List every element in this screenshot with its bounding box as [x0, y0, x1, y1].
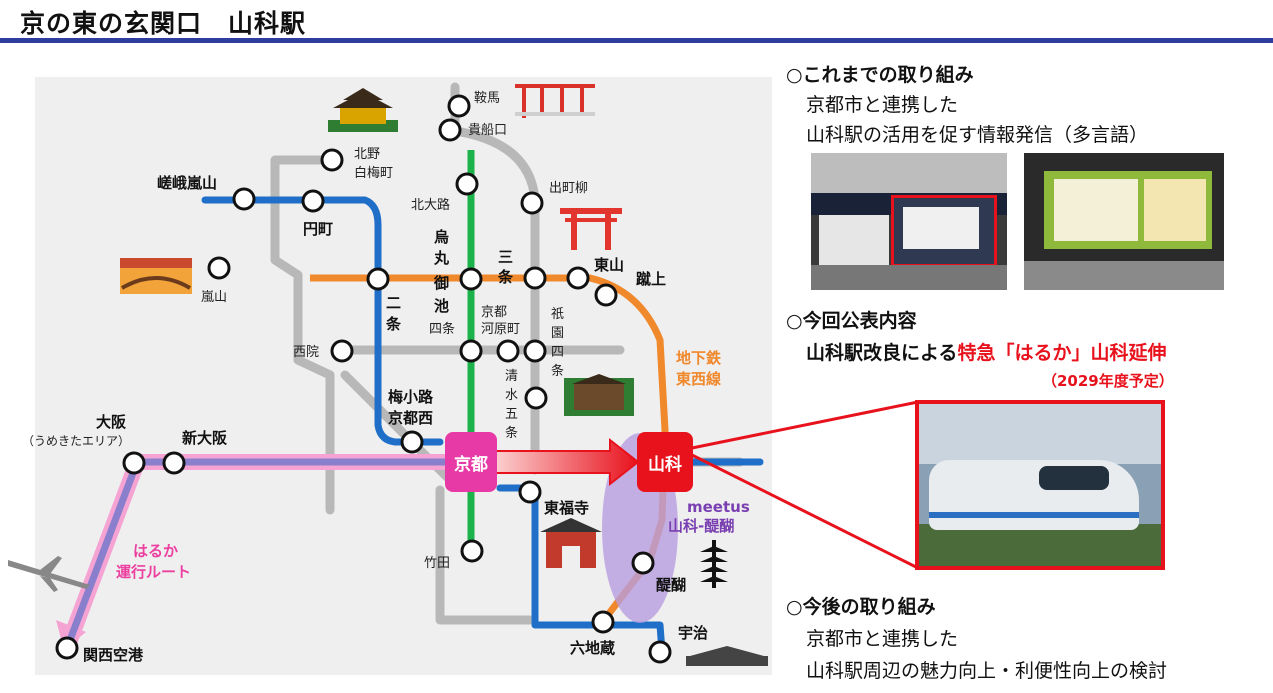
- kyoto-station-box: [445, 432, 497, 492]
- kyoto-station-label: 京都: [454, 454, 488, 475]
- past-heading: ○これまでの取り組み: [786, 64, 974, 86]
- label-sanjo-1: 三: [498, 248, 513, 266]
- future-line-2: 山科駅周辺の魅力向上・利便性向上の検討: [806, 660, 1168, 682]
- label-karasuma-3: 御: [433, 274, 449, 292]
- station-markers: [55, 94, 672, 664]
- current-heading: ○今回公表内容: [786, 310, 917, 332]
- tofukuji-illustration: [540, 518, 602, 568]
- label-osaka: 大阪: [96, 413, 127, 431]
- label-haruka-1: はるか: [133, 542, 178, 560]
- label-emmachi: 円町: [303, 220, 333, 238]
- station-display-photo-2: [1024, 153, 1224, 290]
- label-shiraumemachi: 白梅町: [354, 165, 393, 181]
- label-umekoji: 梅小路: [388, 388, 434, 406]
- label-gion-1: 祇: [551, 307, 564, 322]
- label-demachiyanagi: 出町柳: [549, 181, 588, 196]
- label-kiyomizu-1: 清: [505, 369, 518, 384]
- label-kibuneguchi: 貴船口: [468, 123, 507, 138]
- label-keage: 蹴上: [636, 270, 666, 288]
- label-kyoto-kawaramachi-1: 京都: [481, 305, 507, 320]
- kinkakuji-illustration: [328, 88, 398, 132]
- title-underline: [0, 38, 1273, 43]
- future-line-1: 京都市と連携した: [806, 628, 959, 650]
- label-takeda: 竹田: [424, 556, 450, 571]
- label-higashiyama: 東山: [594, 256, 624, 274]
- label-nijo-2: 条: [385, 315, 402, 333]
- label-arashiyama: 嵐山: [201, 290, 227, 305]
- label-rokujizo: 六地蔵: [570, 639, 615, 657]
- label-kyotonishi: 京都西: [388, 409, 433, 427]
- haruka-route-purple: [66, 463, 140, 642]
- label-karasuma-1: 烏: [434, 228, 449, 246]
- label-nijo-1: 二: [386, 294, 401, 312]
- label-daigo: 醍醐: [656, 576, 686, 594]
- station-display-photo-1: [811, 153, 1007, 290]
- label-kiyomizu-4: 条: [505, 425, 518, 441]
- callout-lines: [691, 400, 919, 570]
- label-uji: 宇治: [678, 624, 708, 642]
- label-saga-arashiyama: 嵯峨嵐山: [157, 174, 217, 192]
- label-saiin: 西院: [293, 345, 319, 360]
- label-kurama: 鞍馬: [474, 90, 500, 106]
- label-subway-1: 地下鉄: [676, 349, 721, 367]
- label-meetus-2: 山科-醍醐: [668, 517, 734, 535]
- kibune-torii-illustration: [515, 84, 595, 118]
- current-schedule: （2029年度予定）: [1042, 372, 1174, 390]
- current-line-prefix: 山科駅改良による: [806, 342, 958, 364]
- byodoin-illustration: [686, 646, 768, 666]
- label-gion-2: 園: [551, 326, 564, 341]
- label-kansai-airport: 関西空港: [83, 646, 144, 664]
- label-kiyomizu-2: 水: [505, 388, 518, 403]
- label-subway-2: 東西線: [676, 370, 721, 388]
- airplane-illustration: [8, 556, 90, 592]
- label-umekita: （うめきたエリア）: [22, 434, 130, 448]
- label-haruka-2: 運行ルート: [116, 563, 191, 581]
- label-gion-3: 四: [551, 345, 564, 360]
- past-line-1: 京都市と連携した: [806, 94, 959, 116]
- torii-illustration: [560, 208, 622, 250]
- label-tofukuji: 東福寺: [544, 499, 589, 517]
- label-sanjo-2: 条: [497, 268, 514, 286]
- past-line-2: 山科駅の活用を促す情報発信（多言語）: [806, 124, 1149, 146]
- label-shin-osaka: 新大阪: [182, 429, 228, 447]
- label-shijo: 四条: [429, 321, 455, 337]
- haruka-train-photo: [915, 400, 1165, 570]
- yamashina-station-label: 山科: [648, 454, 682, 475]
- yamashina-station-box: [637, 432, 693, 492]
- tozai-line: [310, 274, 669, 623]
- page-title: 京の東の玄関口 山科駅: [20, 9, 307, 38]
- label-kiyomizu-3: 五: [505, 407, 518, 422]
- pagoda-illustration: [700, 540, 728, 588]
- label-karasuma-2: 丸: [433, 249, 450, 267]
- label-meetus-1: meetus: [687, 498, 750, 516]
- label-kitano: 北野: [354, 147, 380, 162]
- label-gion-4: 条: [551, 363, 564, 379]
- future-heading: ○今後の取り組み: [786, 596, 936, 618]
- togetsukyo-illustration: [120, 258, 192, 294]
- label-kyoto-kawaramachi-2: 河原町: [481, 322, 520, 337]
- current-line: 山科駅改良による特急「はるか」山科延伸: [806, 338, 1166, 365]
- label-kitaoji: 北大路: [411, 197, 450, 213]
- current-line-highlight: 特急「はるか」山科延伸: [957, 342, 1167, 364]
- kyoto-yamashina-arrow: [494, 437, 640, 487]
- label-karasuma-4: 池: [434, 297, 449, 315]
- kiyomizu-illustration: [564, 374, 634, 416]
